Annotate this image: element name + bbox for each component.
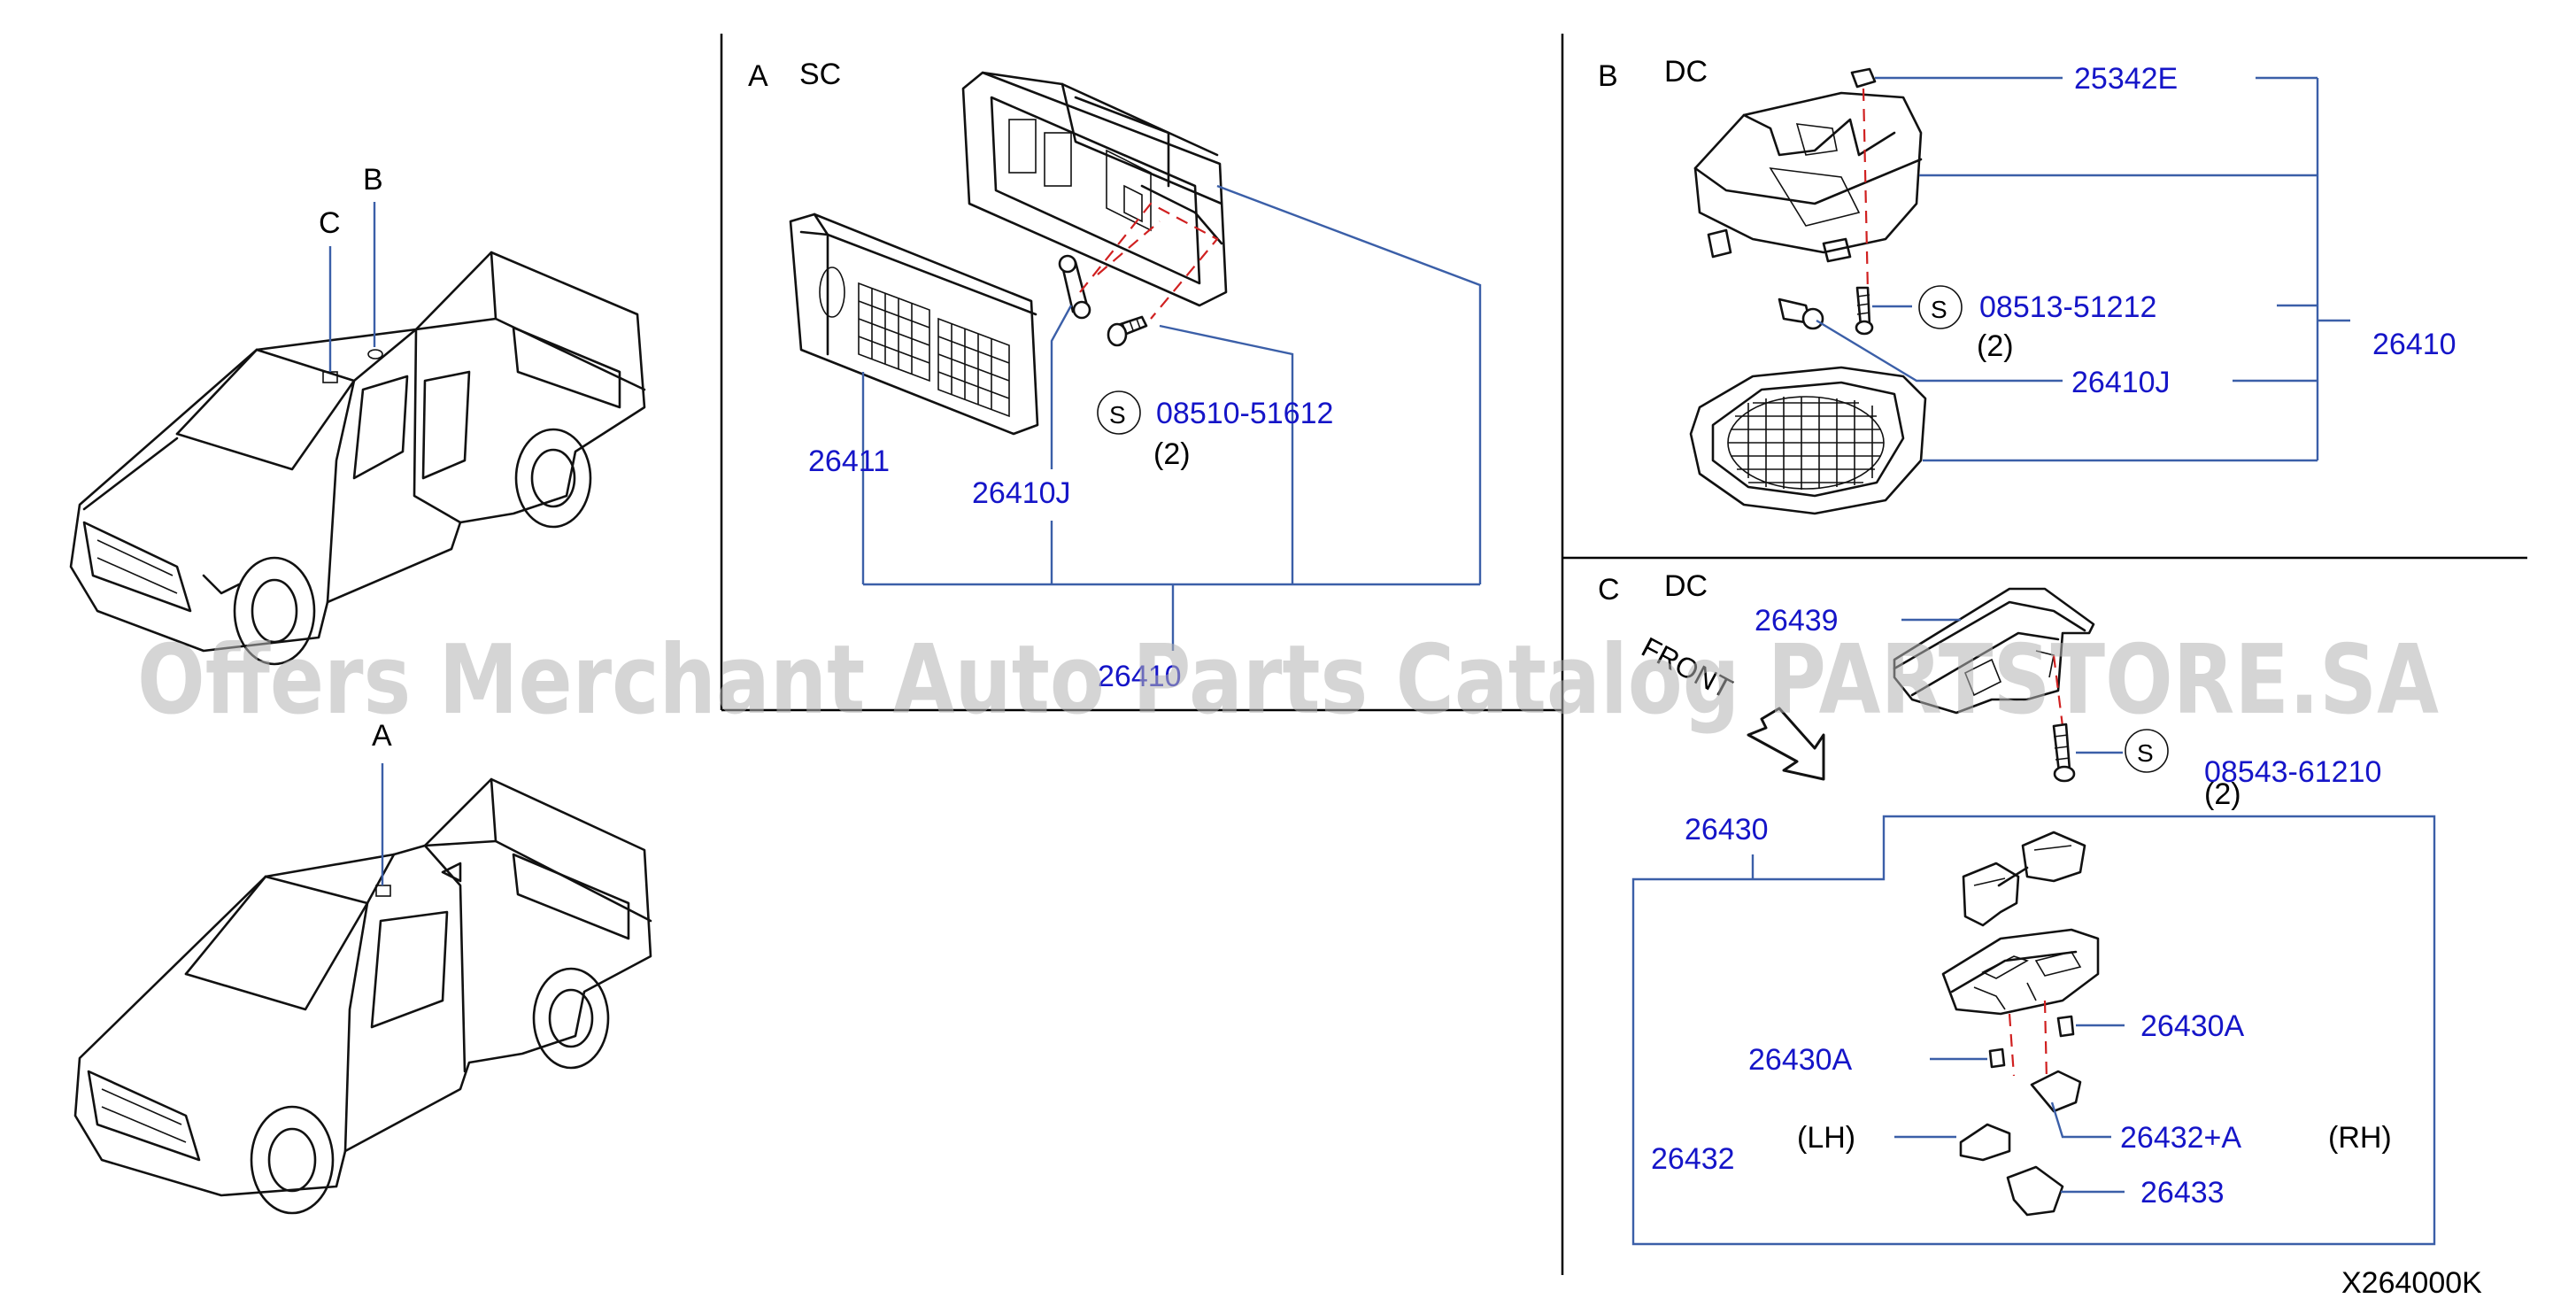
dome-lamp-lens: [1689, 366, 1927, 515]
vehicle-marker-b: B: [363, 163, 383, 197]
single-cab-truck-illustration: [73, 777, 652, 1215]
part-26430A-right[interactable]: 26430A: [2140, 1009, 2245, 1043]
qty-section-b: (2): [1977, 329, 2014, 363]
screw-08543-61210[interactable]: 08543-61210: [2204, 755, 2381, 789]
part-26430[interactable]: 26430: [1685, 813, 1769, 846]
section-c-bulbs: [1988, 1015, 2075, 1069]
part-26411[interactable]: 26411: [808, 444, 890, 478]
section-a-dash-lines: [1079, 202, 1219, 320]
lh-label: (LH): [1797, 1121, 1855, 1155]
section-c-callout-box: [1631, 815, 2436, 1246]
part-26410J-section-a[interactable]: 26410J: [972, 476, 1071, 510]
part-26410-section-b[interactable]: 26410: [2372, 328, 2456, 361]
screw-08510-51612[interactable]: 08510-51612: [1156, 397, 1333, 430]
section-b-code: DC: [1664, 55, 1708, 89]
part-26433[interactable]: 26433: [2140, 1176, 2225, 1210]
vehicle-marker-c: C: [319, 206, 341, 240]
s-symbol-a-text: S: [1109, 401, 1126, 429]
room-lamp-clip: [1962, 831, 2086, 927]
s-symbol-c-text: S: [2137, 739, 2154, 767]
section-c-lens-lh: [1959, 1123, 2011, 1162]
section-c-leaders: [1751, 618, 2125, 1194]
part-26410J-section-b[interactable]: 26410J: [2071, 366, 2171, 399]
s-symbol-b: [1918, 285, 1963, 329]
qty-section-a: (2): [1153, 437, 1191, 471]
section-b-dash-line: [1862, 88, 1870, 293]
map-lamp-housing: [961, 71, 1228, 307]
front-arrow-icon: [1747, 707, 1825, 781]
dome-lamp-housing: [1693, 91, 1923, 263]
vehicle-marker-a: A: [372, 719, 392, 753]
room-lamp-body: [1941, 928, 2100, 1016]
section-b-leaders: [1816, 76, 2350, 462]
rh-label: (RH): [2328, 1121, 2392, 1155]
section-b-bulb: [1778, 298, 1824, 330]
section-a-screw: [1107, 315, 1148, 347]
section-c-letter: C: [1598, 573, 1620, 607]
section-c-screw: [2052, 723, 2076, 783]
crew-cab-truck-illustration: [69, 251, 646, 666]
s-symbol-c: [2125, 729, 2169, 773]
vehicle-marker-lines: [328, 202, 384, 885]
screw-08513-51212[interactable]: 08513-51212: [1979, 290, 2156, 324]
part-26410-section-a[interactable]: 26410: [1098, 660, 1182, 693]
map-lamp-lens: [789, 213, 1039, 436]
s-symbol-a: [1097, 390, 1141, 435]
section-a-leaders: [861, 184, 1482, 651]
part-26432A[interactable]: 26432+A: [2120, 1121, 2241, 1155]
section-c-code: DC: [1664, 569, 1708, 603]
qty-section-c: (2): [2204, 777, 2241, 811]
section-a-letter: A: [748, 59, 768, 93]
part-26439[interactable]: 26439: [1755, 604, 1839, 638]
catalog-code: X264000K: [2341, 1266, 2482, 1300]
section-c-upper-dash: [2052, 654, 2064, 727]
panel-frames: [720, 34, 2527, 1275]
console-bracket: [1893, 587, 2095, 715]
section-b-nut: [1850, 67, 1877, 89]
section-b-screw: [1855, 286, 1874, 336]
section-c-lens-cover: [2006, 1165, 2064, 1217]
part-25342E[interactable]: 25342E: [2074, 62, 2178, 96]
section-a-bulb: [1058, 254, 1091, 320]
part-26432[interactable]: 26432: [1651, 1142, 1735, 1176]
s-symbol-b-text: S: [1931, 296, 1947, 323]
section-b-letter: B: [1598, 59, 1618, 93]
part-26430A-left[interactable]: 26430A: [1748, 1043, 1853, 1077]
section-c-lower-dash: [2008, 1000, 2048, 1081]
watermark: Offers Merchant Auto Parts Catalog PARTS…: [137, 625, 2439, 736]
section-c-lens-rh: [2030, 1070, 2082, 1113]
section-a-code: SC: [799, 58, 841, 91]
